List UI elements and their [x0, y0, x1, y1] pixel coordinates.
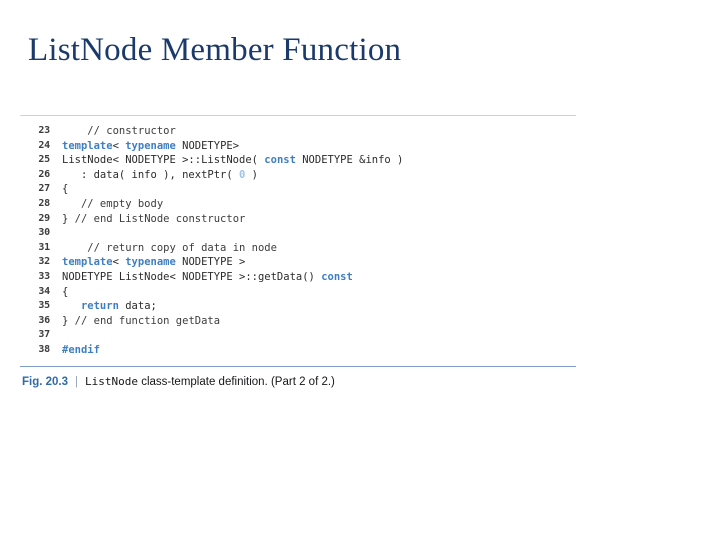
- code-line-number: 32: [38, 256, 50, 268]
- code-token: NODETYPE &info ): [295, 154, 404, 167]
- code-token: [62, 242, 87, 254]
- figure-caption-code-name: ListNode: [85, 374, 139, 388]
- code-token: // constructor: [87, 125, 176, 137]
- code-token: return: [80, 300, 119, 313]
- code-token: [62, 300, 81, 312]
- code-token: // end ListNode constructor: [74, 212, 246, 225]
- code-token: template: [62, 256, 113, 269]
- code-line: 24 template< typename NODETYPE>: [20, 139, 576, 154]
- figure-caption-description: class-template definition. (Part 2 of 2.…: [138, 375, 335, 388]
- code-token: typename: [125, 139, 176, 152]
- code-line-number: 31: [38, 241, 50, 253]
- code-token: ): [245, 168, 258, 181]
- code-line: 28 // empty body: [20, 197, 576, 212]
- code-line: 31 // return copy of data in node: [20, 241, 576, 256]
- code-line-text: template< typename NODETYPE >: [62, 255, 576, 270]
- code-token: {: [62, 285, 69, 298]
- code-line-number: 28: [38, 197, 50, 209]
- code-line-text: return data;: [62, 299, 576, 314]
- code-token: // empty body: [80, 197, 164, 210]
- code-token: <: [112, 256, 126, 269]
- code-line-number: 35: [38, 300, 50, 312]
- code-line-number: 24: [38, 139, 50, 151]
- code-token: [62, 198, 81, 210]
- code-line-number: 23: [38, 125, 50, 136]
- code-token: {: [62, 183, 69, 196]
- code-token: // return copy of data in node: [87, 241, 277, 254]
- code-line-text: {: [62, 285, 576, 300]
- code-line-number: 25: [38, 154, 50, 166]
- code-line-number: 36: [38, 314, 50, 326]
- code-line-number: 29: [38, 212, 50, 224]
- code-line-number: 30: [38, 227, 50, 239]
- figure-caption: Fig. 20.3 | ListNode class-template defi…: [20, 367, 576, 390]
- code-line: 34 {: [20, 285, 576, 300]
- code-token: typename: [125, 256, 176, 269]
- code-line-text: : data( info ), nextPtr( 0 ): [62, 168, 576, 183]
- code-line-text: // return copy of data in node: [62, 241, 576, 256]
- code-token: : data( info ), nextPtr(: [62, 168, 240, 181]
- code-line: 32 template< typename NODETYPE >: [20, 255, 576, 270]
- code-token: }: [62, 314, 75, 327]
- code-token: // end function getData: [74, 314, 221, 327]
- code-line-text: } // end ListNode constructor: [62, 212, 576, 227]
- code-line: 35 return data;: [20, 299, 576, 314]
- code-token: template: [62, 139, 113, 152]
- code-token: const: [321, 270, 353, 283]
- code-token: <: [112, 139, 126, 152]
- code-line-text: {: [62, 182, 576, 197]
- code-line: 37: [20, 328, 576, 343]
- code-line-text: #endif: [62, 343, 576, 358]
- code-line: 29} // end ListNode constructor: [20, 212, 576, 227]
- code-token: 0: [239, 168, 246, 181]
- code-line-number: 37: [38, 329, 50, 341]
- code-token: const: [264, 154, 296, 167]
- code-line: 38 #endif: [20, 343, 576, 358]
- code-token: NODETYPE ListNode< NODETYPE >::getData(): [62, 270, 322, 283]
- code-line-number: 33: [38, 270, 50, 282]
- code-token: data;: [118, 300, 157, 313]
- code-token: [62, 125, 87, 137]
- code-line: 27 {: [20, 182, 576, 197]
- code-line: 25 ListNode< NODETYPE >::ListNode( const …: [20, 153, 576, 168]
- code-line-number: 34: [38, 285, 50, 297]
- page-title: ListNode Member Function: [28, 32, 402, 68]
- code-token: }: [62, 212, 75, 225]
- code-line-number: 27: [38, 183, 50, 195]
- code-line-text: // empty body: [62, 197, 576, 212]
- code-line-text: template< typename NODETYPE>: [62, 139, 576, 154]
- code-token: ListNode< NODETYPE >::ListNode(: [62, 154, 265, 167]
- code-line-number: 38: [38, 343, 50, 355]
- code-token: NODETYPE >: [175, 256, 246, 269]
- code-line: 30: [20, 226, 576, 241]
- code-line-text: NODETYPE ListNode< NODETYPE >::getData()…: [62, 270, 576, 285]
- code-line: 33 NODETYPE ListNode< NODETYPE >::getData…: [20, 270, 576, 285]
- figure-caption-label: Fig. 20.3: [22, 375, 69, 388]
- code-token: #endif: [62, 343, 100, 356]
- figure-caption-separator: |: [75, 375, 79, 388]
- code-line: 36} // end function getData: [20, 314, 576, 329]
- figure-bottom-rule: [20, 365, 576, 367]
- code-line-text: ListNode< NODETYPE >::ListNode( const NO…: [62, 153, 576, 168]
- code-line-text: } // end function getData: [62, 314, 576, 329]
- code-line: 23 // constructor: [20, 124, 576, 139]
- figure-caption-text: ListNode class-template definition. (Par…: [85, 375, 335, 388]
- code-token: NODETYPE>: [175, 139, 240, 152]
- code-line: 26 : data( info ), nextPtr( 0 ): [20, 168, 576, 183]
- code-line-number: 26: [38, 168, 50, 180]
- code-line-text: // constructor: [62, 124, 576, 139]
- figure-top-rule: [20, 115, 576, 116]
